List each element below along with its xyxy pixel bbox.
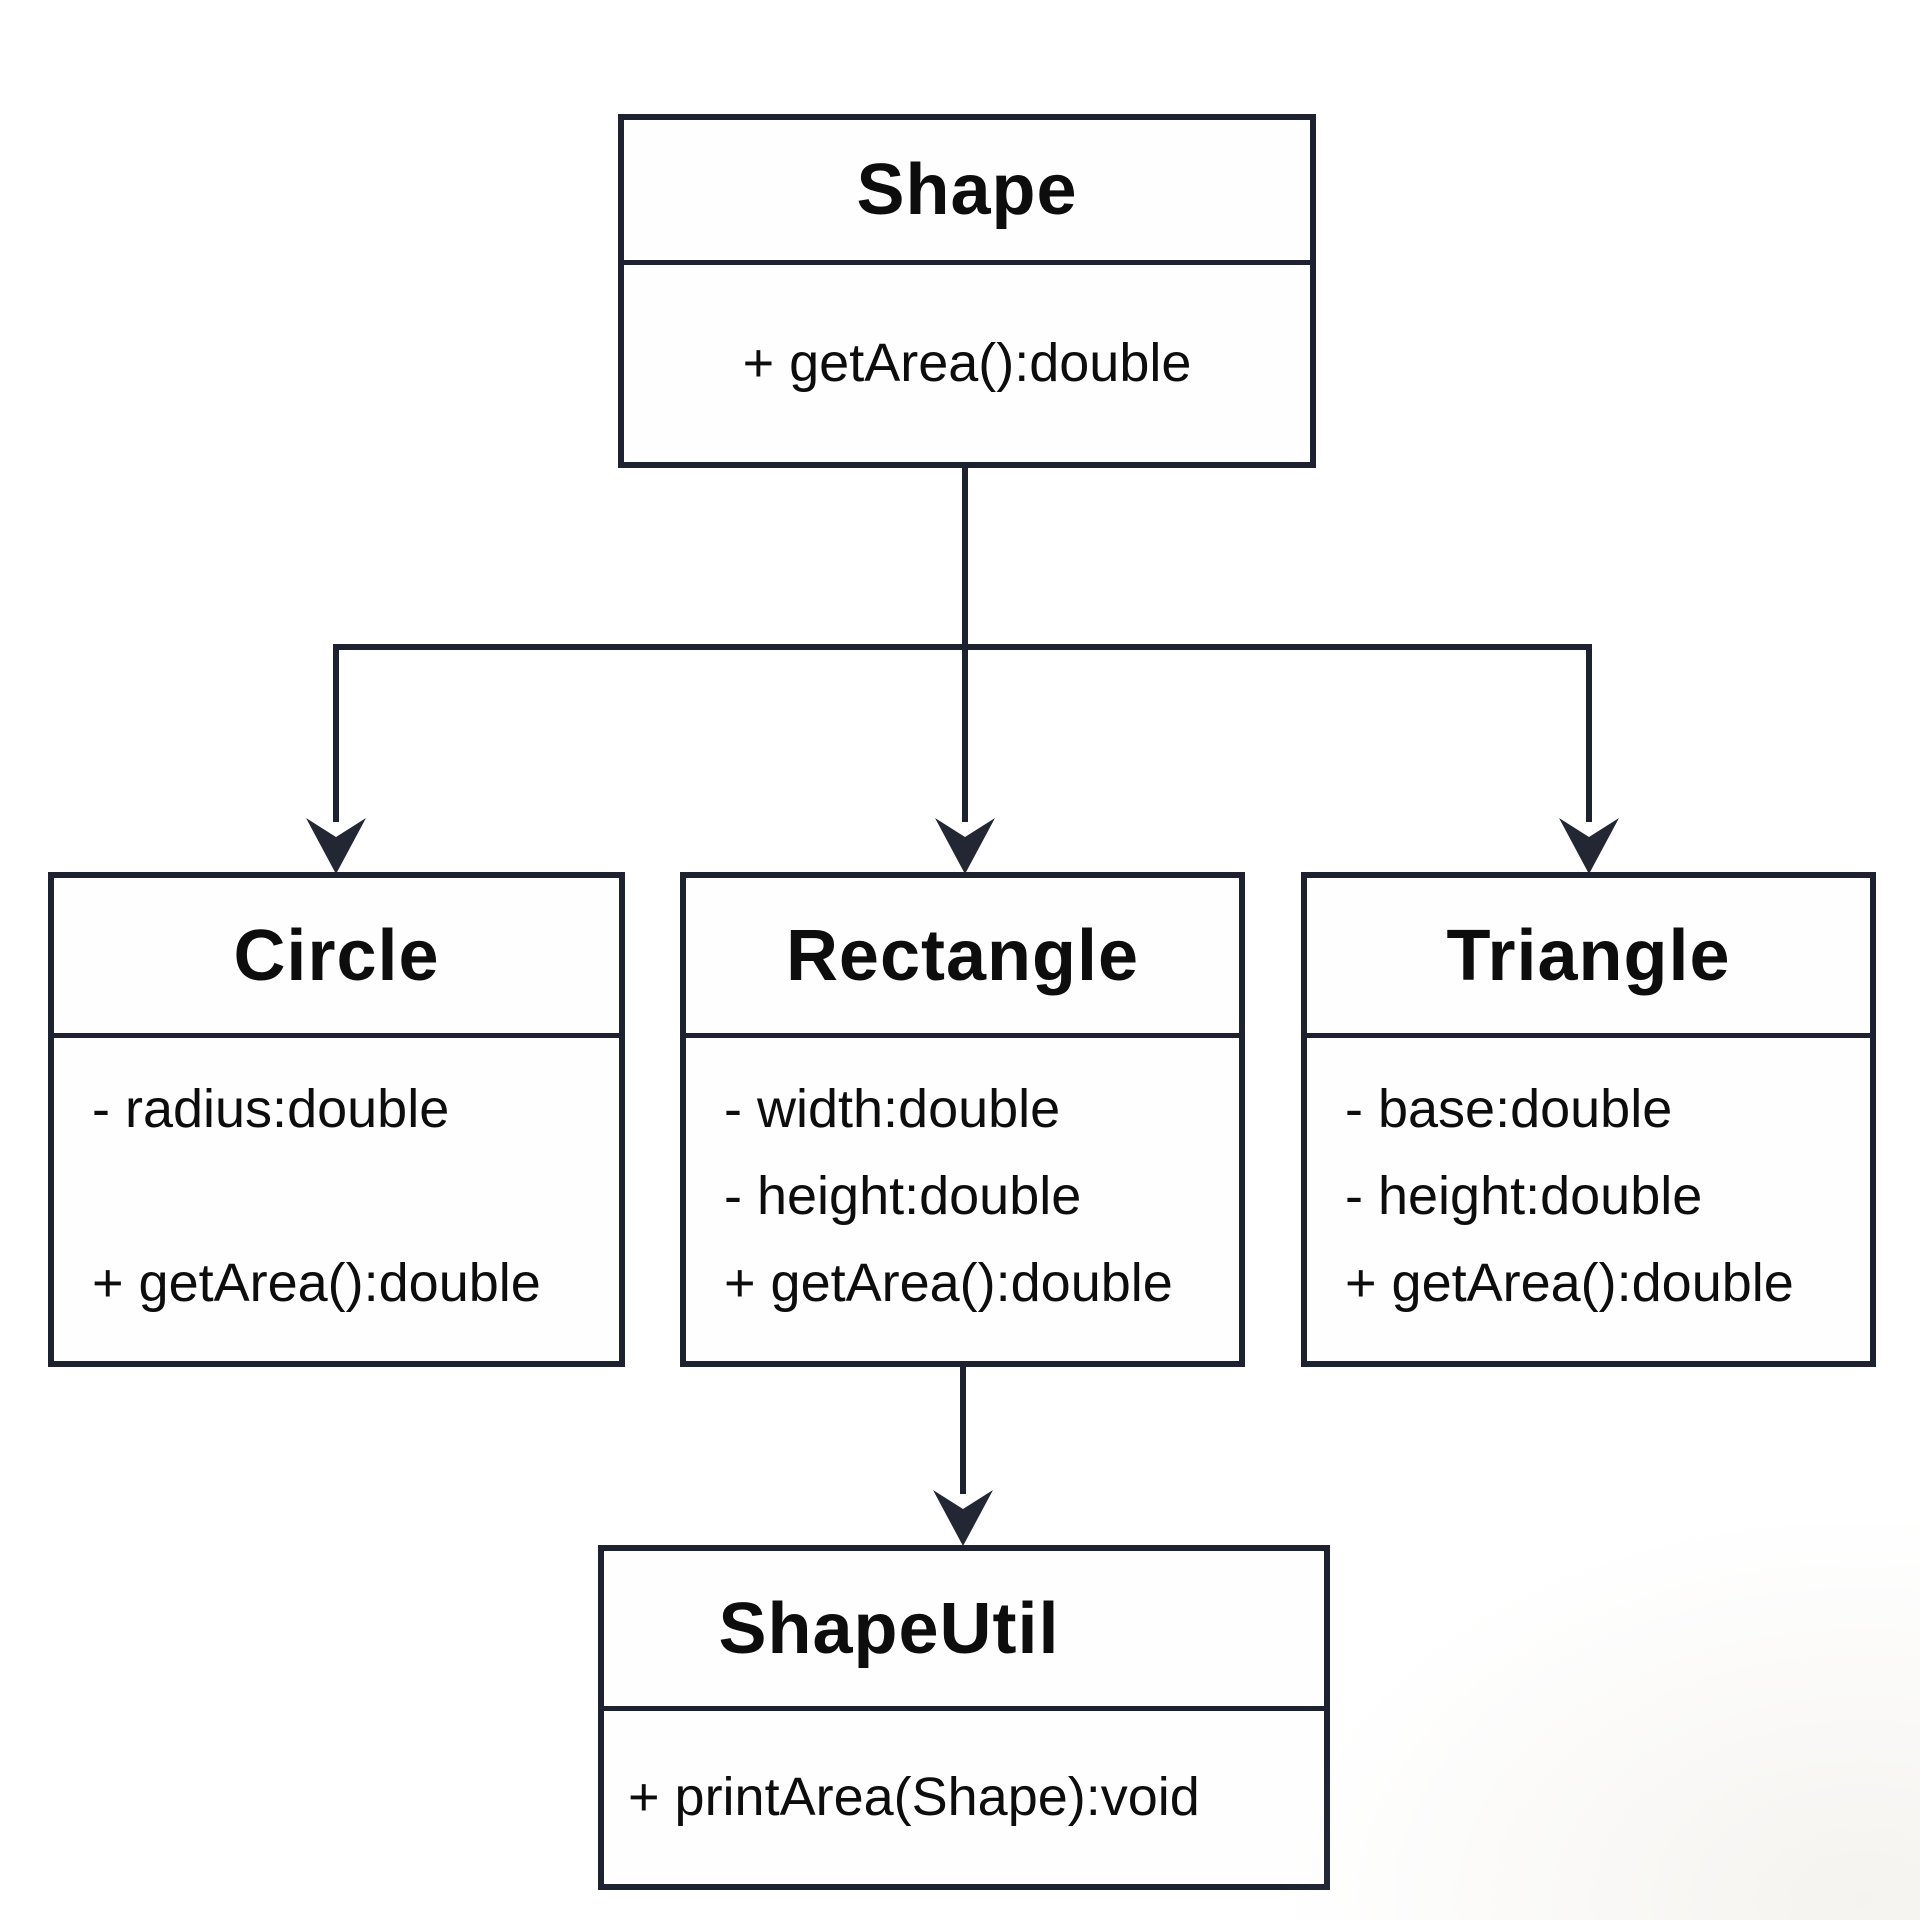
class-body-shape: + getArea():double	[624, 265, 1310, 462]
class-body-circle: - radius:double + getArea():double	[54, 1038, 619, 1361]
class-box-rectangle: Rectangle - width:double - height:double…	[680, 872, 1245, 1367]
member-spacer	[92, 1153, 605, 1240]
method-getarea: + getArea():double	[724, 1253, 1173, 1313]
class-body-triangle: - base:double - height:double + getArea(…	[1307, 1038, 1870, 1361]
class-title-shape: Shape	[624, 120, 1310, 265]
attribute-height: - height:double	[724, 1166, 1082, 1226]
class-title-triangle: Triangle	[1307, 878, 1870, 1038]
arrow-rectangle-to-shapeutil	[933, 1364, 993, 1546]
class-title-rectangle: Rectangle	[686, 878, 1239, 1038]
arrow-shape-to-rectangle	[935, 647, 995, 874]
attribute-radius: - radius:double	[92, 1079, 450, 1139]
method-getarea: + getArea():double	[1345, 1253, 1794, 1313]
class-box-triangle: Triangle - base:double - height:double +…	[1301, 872, 1876, 1367]
arrow-shape-to-circle	[306, 644, 366, 874]
attribute-width: - width:double	[724, 1079, 1061, 1139]
class-body-shapeutil: + printArea(Shape):void	[604, 1711, 1324, 1884]
class-title-shapeutil: ShapeUtil	[604, 1551, 1324, 1711]
arrow-shape-to-triangle	[1559, 644, 1619, 874]
class-title-circle: Circle	[54, 878, 619, 1038]
method-getarea: + getArea():double	[742, 333, 1192, 393]
method-getarea: + getArea():double	[92, 1253, 541, 1313]
class-box-shapeutil: ShapeUtil + printArea(Shape):void	[598, 1545, 1330, 1890]
attribute-base: - base:double	[1345, 1079, 1673, 1139]
class-box-circle: Circle - radius:double + getArea():doubl…	[48, 872, 625, 1367]
class-body-rectangle: - width:double - height:double + getArea…	[686, 1038, 1239, 1361]
class-box-shape: Shape + getArea():double	[618, 114, 1316, 468]
method-printarea: + printArea(Shape):void	[628, 1767, 1200, 1827]
attribute-height: - height:double	[1345, 1166, 1703, 1226]
